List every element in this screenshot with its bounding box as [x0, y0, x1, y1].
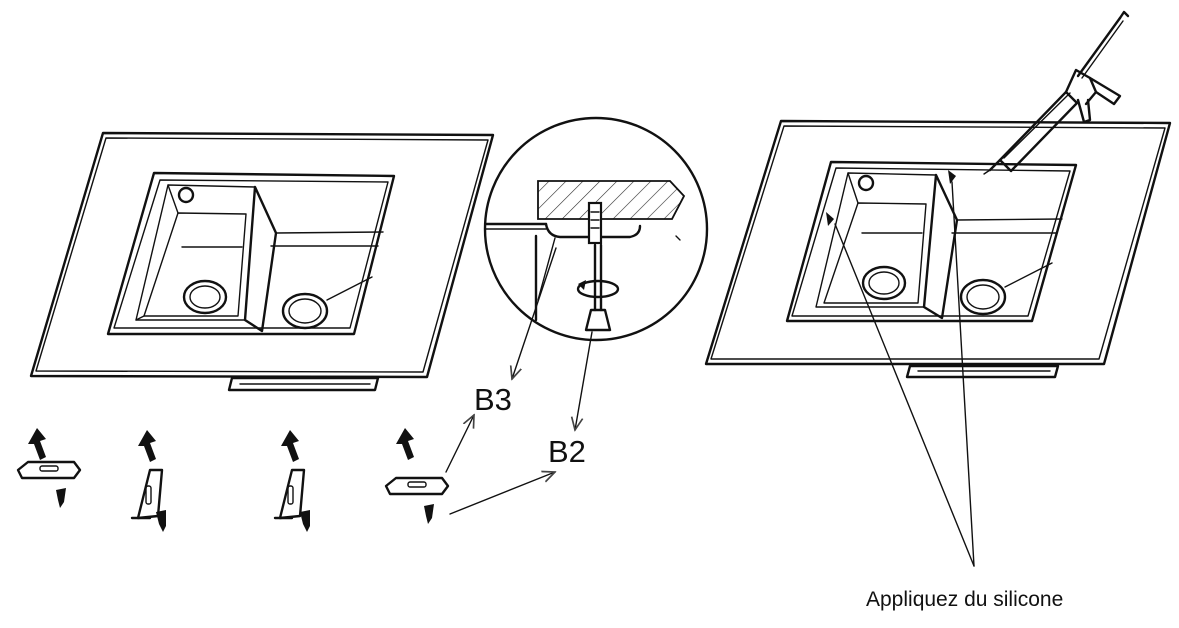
left-sink-top-view	[29, 131, 495, 392]
label-b2: B2	[548, 434, 586, 469]
caulking-gun	[983, 10, 1130, 175]
clip-3	[273, 430, 310, 532]
clip-2	[130, 430, 166, 532]
mounting-clips	[16, 428, 450, 532]
right-sink-top-view	[704, 119, 1172, 379]
label-b3: B3	[474, 382, 512, 417]
zoom-detail-circle	[483, 116, 709, 342]
silicone-leader-lines	[834, 181, 975, 567]
clip-4	[384, 428, 450, 524]
clip-1	[16, 428, 82, 508]
label-apply-silicone: Appliquez du silicone	[866, 588, 1064, 611]
leader-lines	[445, 247, 593, 515]
